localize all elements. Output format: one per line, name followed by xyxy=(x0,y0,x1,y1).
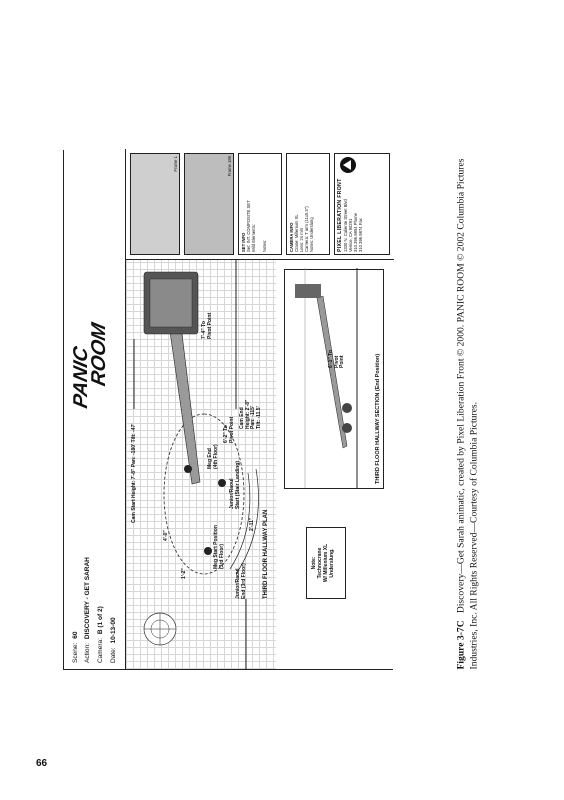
compass-icon xyxy=(143,612,177,646)
logo-text-room: ROOM xyxy=(88,321,110,388)
section-drawing xyxy=(295,268,358,488)
right-column: Frame 1 Frame 189 SET INFO Set: INT. COM… xyxy=(126,149,394,259)
section-subtitle: (End Position) xyxy=(375,353,381,392)
hallway-section: 6'-1" To Pivot Point THIRD FLOOR HALLWAY… xyxy=(284,268,384,489)
company-block: PIXEL LIBERATION FRONT 1330 N. Caliente … xyxy=(334,153,390,255)
frame-end: Frame 189 xyxy=(184,153,234,255)
plan-label-2ft: 2'-11" xyxy=(249,517,255,531)
set-info-line: Wild Elements: xyxy=(251,224,256,252)
set-info-notes: Notes: xyxy=(262,239,267,252)
caption-text-block: Figure 3-7C Discovery—Get Sarah animatic… xyxy=(456,150,491,670)
page-number: 66 xyxy=(36,758,48,769)
note-box: Note: Technocrane W/ Millenium XL Unders… xyxy=(306,527,346,599)
section-title: THIRD FLOOR HALLWAY SECTION (End Positio… xyxy=(375,354,381,484)
plan-label-junior-end: Junior/Raoul End (3rd Floor) xyxy=(235,563,247,599)
camera-info: CAMERA INFO Crane: Millenium XL Lens: 24… xyxy=(286,153,330,255)
section-title-text: THIRD FLOOR HALLWAY SECTION xyxy=(375,392,381,484)
date-row: Date: 10-13-00 xyxy=(110,617,117,663)
frame-start-label: Frame 1 xyxy=(173,156,178,172)
scene-row: Scene: 60 xyxy=(72,632,79,663)
caption-body: Discovery—Get Sarah animatic, created by… xyxy=(455,158,480,670)
plan-label-meg-start: Meg Start Position (3rd Floor) xyxy=(213,525,225,569)
fax-value: 310.396.9874 xyxy=(358,226,363,252)
plan-label-cam-start: Cam Start Height: 7'-8" Pan: -180' Tilt:… xyxy=(131,423,137,523)
action-label: Action: xyxy=(84,643,91,663)
camera-info-line: Notes: Underslung xyxy=(309,217,314,252)
camera-value: B (1 of 2) xyxy=(97,606,104,635)
frame-end-label: Frame 189 xyxy=(227,156,232,177)
fax-label: Fax xyxy=(358,218,363,226)
plan-label-1ft: 1'-2" xyxy=(181,568,187,579)
drawing-area: Cam Start Height: 7'-8" Pan: -180' Tilt:… xyxy=(126,259,394,669)
camera-row: Camera: B (1 of 2) xyxy=(97,606,104,663)
plan-label-pivot-6ft: 6'-2" To Pivot Point xyxy=(223,416,235,443)
hallway-plan: Cam Start Height: 7'-8" Pan: -180' Tilt:… xyxy=(126,259,276,669)
panic-room-logo: PANIC ROOM xyxy=(70,306,120,416)
company-logo-icon xyxy=(340,157,356,173)
action-value: DISCOVERY - GET SARAH xyxy=(84,557,91,640)
plan-label-cam-end: Cam End Height: 2'-8" Pan: -115' Tilt: -… xyxy=(239,399,262,429)
scene-label: Scene: xyxy=(72,642,79,663)
plan-label-4ft: 4'-0" xyxy=(163,530,169,541)
company-fax: 310.396.9874 Fax xyxy=(358,156,363,252)
plan-label-pivot-7ft: 7'-4" To Pivot Point xyxy=(201,312,213,339)
section-label-pivot: 6'-1" To Pivot Point xyxy=(328,350,346,368)
plan-label-junior-start: Junior/Raoul Start (Stair Landing) xyxy=(229,460,241,509)
plan-title: THIRD FLOOR HALLWAY PLAN xyxy=(263,509,269,599)
frame-start: Frame 1 xyxy=(130,153,180,255)
caption-figure-label: Figure 3-7C xyxy=(455,620,467,670)
figure-caption: Figure 3-7C Discovery—Get Sarah animatic… xyxy=(455,150,490,670)
plan-drawing xyxy=(133,259,259,669)
camera-label: Camera: xyxy=(97,638,104,663)
storyboard-sheet: Scene: 60 Action: DISCOVERY - GET SARAH … xyxy=(63,149,394,670)
set-info: SET INFO Set: INT. COMPOSITE SET Wild El… xyxy=(238,153,282,255)
scene-value: 60 xyxy=(72,631,79,639)
plan-label-meg-end: Meg End (4th Floor) xyxy=(207,444,219,469)
date-value: 10-13-00 xyxy=(110,617,117,644)
date-label: Date: xyxy=(110,647,117,663)
action-row: Action: DISCOVERY - GET SARAH xyxy=(84,557,91,663)
